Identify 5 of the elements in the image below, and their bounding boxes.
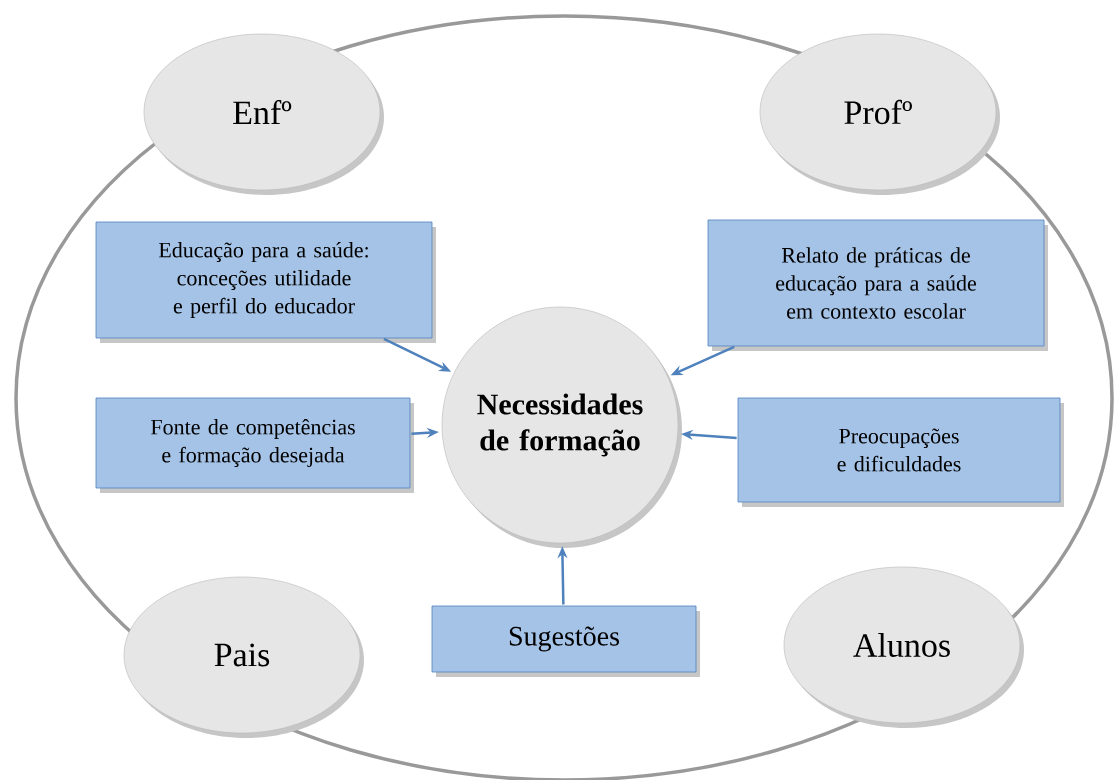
topic-box: Sugestões <box>431 605 700 677</box>
topic-box: Relato de práticas de educação para a saúde em contexto escolar <box>707 219 1048 351</box>
topic-box: Educação para a saúde: conceções utilidade e perfil do educador <box>95 221 436 343</box>
topic-box: Preocupações e dificuldades <box>737 397 1064 507</box>
topic-box: Fonte de competências e formação desejada <box>95 397 414 493</box>
